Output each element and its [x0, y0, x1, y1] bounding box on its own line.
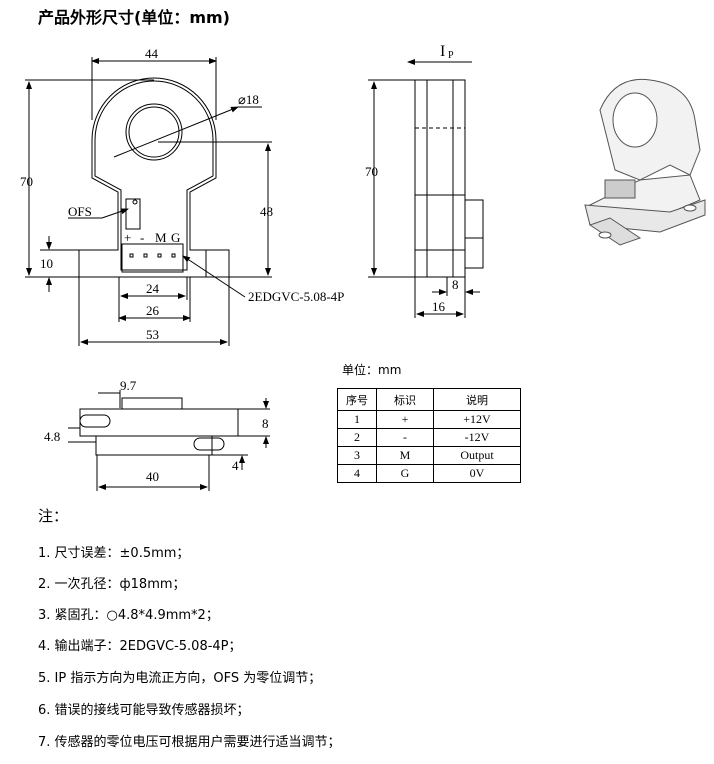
dim-slot: 26 — [146, 303, 160, 318]
dim-bottom-8: 8 — [262, 416, 269, 431]
pin-label: + — [124, 230, 131, 245]
ip-label: I — [440, 43, 445, 60]
cell: +12V — [433, 410, 521, 429]
note-item: 4. 输出端子：2EDGVC-5.08-4P； — [38, 639, 242, 654]
cell: 2 — [337, 428, 377, 447]
side-view: I P 70 8 16 — [365, 43, 484, 318]
dim-flange: 10 — [40, 256, 53, 271]
dim-9-7: 9.7 — [120, 378, 137, 393]
note-item: 5. IP 指示方向为电流正方向，OFS 为零位调节； — [38, 671, 322, 686]
cell: G — [376, 464, 434, 483]
note-item: 3. 紧固孔：○4.8*4.9mm*2； — [38, 608, 219, 623]
pin-label: G — [171, 230, 180, 245]
cell: 3 — [337, 446, 377, 465]
cell: Output — [433, 446, 521, 465]
header-index: 序号 — [337, 388, 377, 411]
front-view: + - M G 44 70 ⌀18 48 10 OFS 24 26 53 2ED… — [20, 46, 344, 346]
dim-height: 70 — [20, 174, 33, 189]
dim-hole: ⌀18 — [238, 92, 259, 107]
dim-center: 48 — [260, 204, 273, 219]
cell: 4 — [337, 464, 377, 483]
note-item: 1. 尺寸误差：±0.5mm； — [38, 546, 190, 561]
bottom-view: 9.7 4.8 8 4 40 — [44, 378, 270, 491]
table-row: 2--12V — [337, 428, 521, 447]
note-item: 7. 传感器的零位电压可根据用户需要进行适当调节； — [38, 735, 341, 750]
connector-label: 2EDGVC-5.08-4P — [248, 289, 344, 304]
table-unit: 单位：mm — [342, 363, 402, 377]
notes-heading: 注： — [38, 507, 69, 525]
dim-side-height: 70 — [365, 164, 378, 179]
pin-label: - — [140, 230, 144, 245]
pin-label: M — [155, 230, 167, 245]
header-desc: 说明 — [433, 388, 521, 411]
dim-bottom-4: 4 — [232, 458, 239, 473]
header-mark: 标识 — [376, 388, 434, 411]
dim-4-8: 4.8 — [44, 429, 60, 444]
cell: 1 — [337, 410, 377, 429]
cell: + — [376, 410, 434, 429]
dim-width: 44 — [145, 46, 159, 61]
product-3d-illustration — [584, 78, 706, 246]
table-row: 1++12V — [337, 410, 521, 429]
ip-subscript: P — [448, 50, 454, 61]
page-title: 产品外形尺寸(单位：mm) — [38, 8, 230, 27]
dimension-drawings: + - M G 44 70 ⌀18 48 10 OFS 24 26 53 2ED… — [20, 43, 706, 491]
dim-side-16: 16 — [432, 299, 446, 314]
ofs-label: OFS — [68, 204, 92, 219]
primary-hole — [125, 103, 183, 161]
dim-base: 53 — [146, 327, 159, 342]
note-item: 2. 一次孔径：ф18mm； — [38, 577, 186, 592]
dim-bottom-40: 40 — [146, 469, 159, 484]
note-item: 6. 错误的接线可能导致传感器损坏； — [38, 703, 250, 718]
table-header-row: 序号 标识 说明 — [337, 388, 521, 411]
cell: 0V — [433, 464, 521, 483]
cell: M — [376, 446, 434, 465]
cell: -12V — [433, 428, 521, 447]
dim-side-8: 8 — [452, 277, 459, 292]
cell: - — [376, 428, 434, 447]
dim-connector: 24 — [146, 281, 160, 296]
connector — [121, 243, 184, 273]
